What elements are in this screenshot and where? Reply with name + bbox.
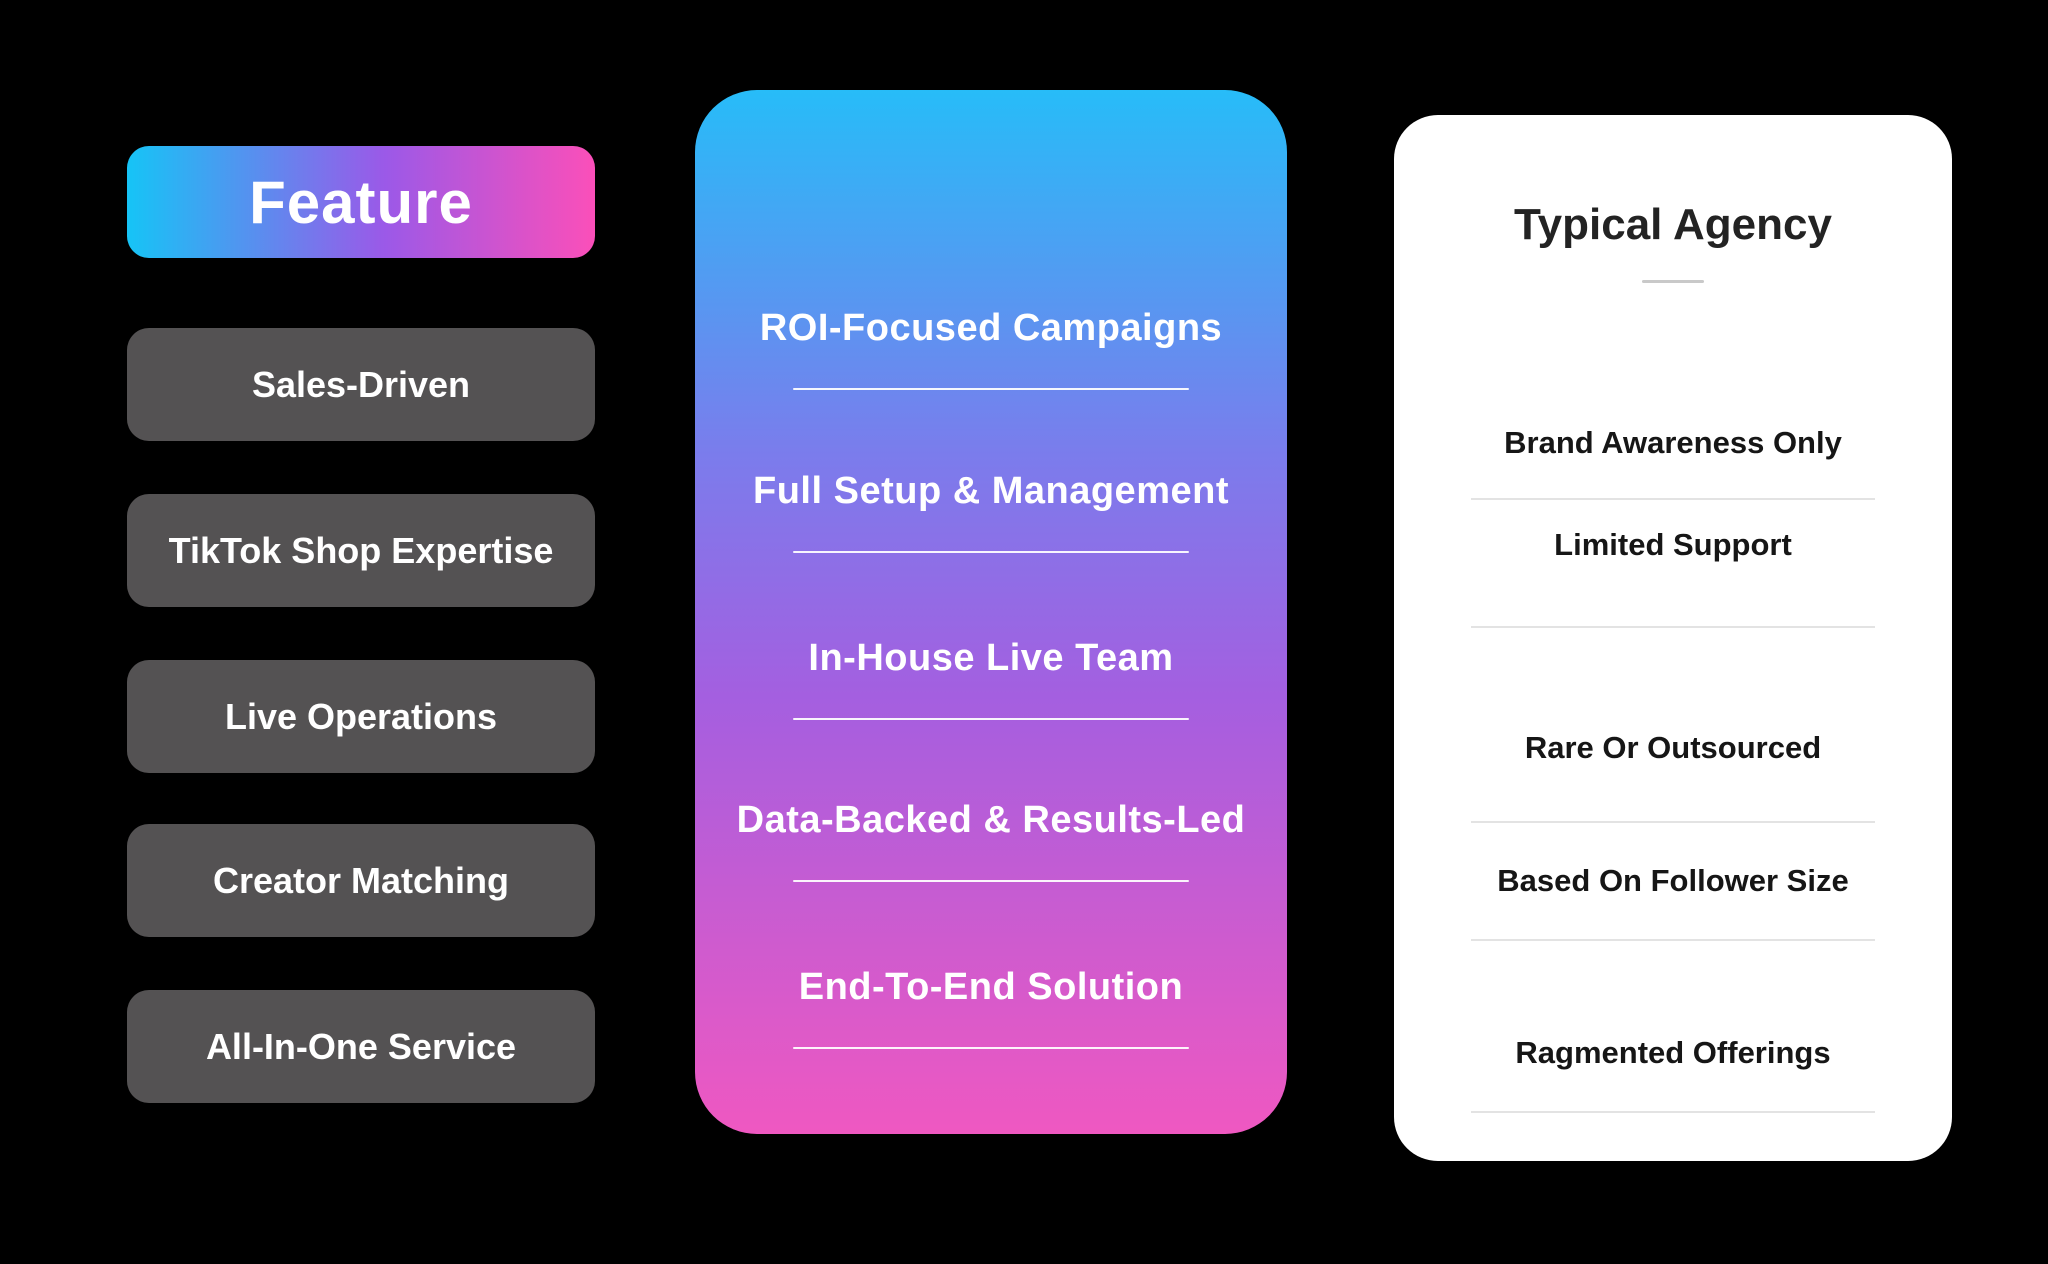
- agency-item-label: Limited Support: [1554, 527, 1792, 562]
- agency-item-label: Based On Follower Size: [1497, 863, 1849, 898]
- agency-item-label: Ragmented Offerings: [1515, 1035, 1831, 1070]
- feature-item-tiktok-shop-expertise: TikTok Shop Expertise: [127, 494, 595, 607]
- agency-item-label: Brand Awareness Only: [1504, 425, 1842, 460]
- our-service-row: Data-Backed & Results-Led: [695, 798, 1287, 882]
- our-service-item-label: In-House Live Team: [808, 637, 1174, 679]
- our-service-card: ROI-Focused Campaigns Full Setup & Manag…: [695, 90, 1287, 1134]
- item-underline: [793, 388, 1189, 390]
- our-service-row: Full Setup & Management: [695, 469, 1287, 553]
- title-divider: [1642, 280, 1704, 283]
- typical-agency-card: Typical Agency Brand Awareness Only Limi…: [1394, 115, 1952, 1161]
- our-service-row: In-House Live Team: [695, 636, 1287, 720]
- our-service-item-label: Full Setup & Management: [753, 470, 1229, 512]
- our-service-row: ROI-Focused Campaigns: [695, 306, 1287, 390]
- item-separator: [1471, 939, 1875, 941]
- item-separator: [1471, 1111, 1875, 1113]
- feature-column-header: Feature: [127, 146, 595, 258]
- feature-item-all-in-one-service: All-In-One Service: [127, 990, 595, 1103]
- item-separator: [1471, 626, 1875, 628]
- our-service-item-label: Data-Backed & Results-Led: [736, 799, 1246, 841]
- our-service-row: End-To-End Solution: [695, 965, 1287, 1049]
- typical-agency-title: Typical Agency: [1514, 200, 1832, 249]
- feature-item-live-operations: Live Operations: [127, 660, 595, 773]
- item-underline: [793, 718, 1189, 720]
- agency-item-label: Rare Or Outsourced: [1524, 730, 1822, 765]
- item-underline: [793, 1047, 1189, 1049]
- item-separator: [1471, 821, 1875, 823]
- feature-column-header-label: Feature: [249, 168, 473, 236]
- item-underline: [793, 880, 1189, 882]
- feature-item-creator-matching: Creator Matching: [127, 824, 595, 937]
- item-underline: [793, 551, 1189, 553]
- feature-item-sales-driven: Sales-Driven: [127, 328, 595, 441]
- our-service-item-label: ROI-Focused Campaigns: [759, 307, 1223, 349]
- our-service-item-label: End-To-End Solution: [798, 966, 1184, 1008]
- item-separator: [1471, 498, 1875, 500]
